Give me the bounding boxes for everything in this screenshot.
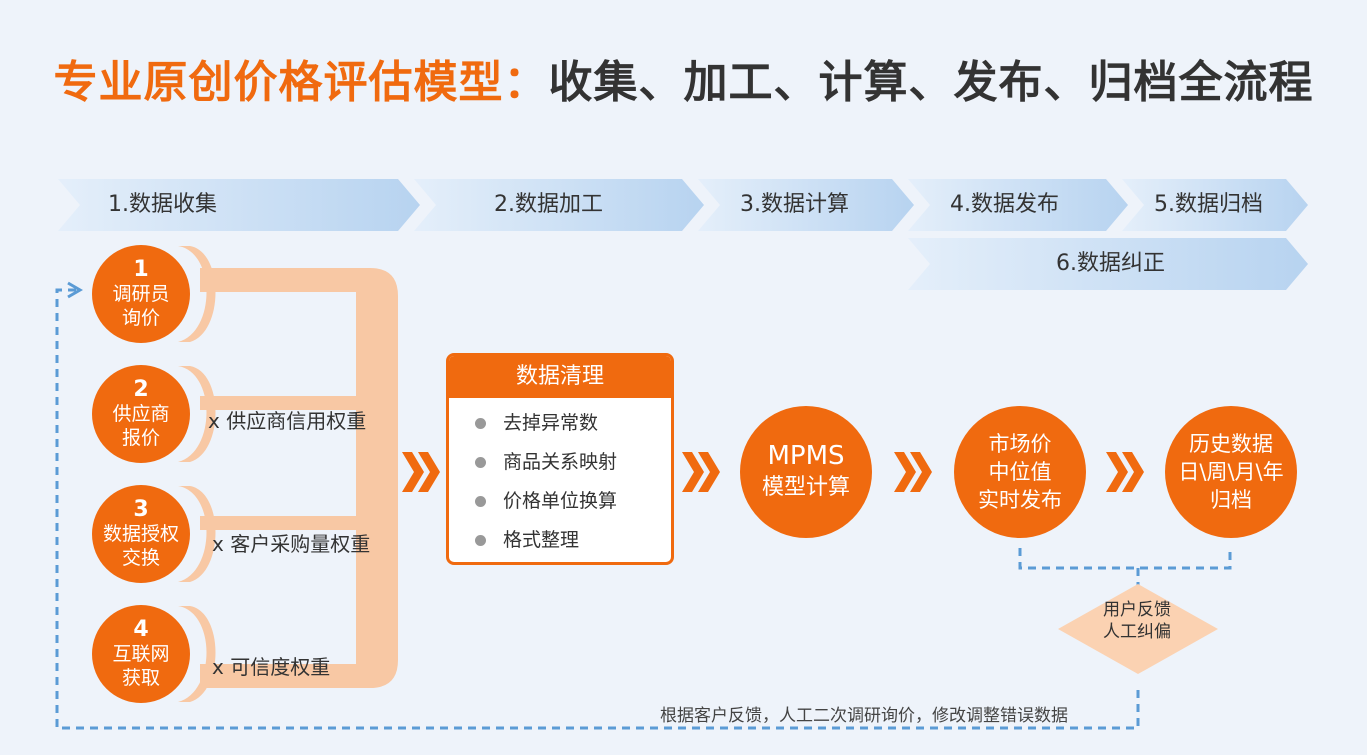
source-label-line2: 报价 [121,427,160,449]
stage-label-2: 2.数据加工 [494,192,603,217]
weight-credibility: x 可信度权重 [212,655,331,679]
stage-label-3: 3.数据计算 [740,192,849,217]
model-line2: 模型计算 [761,475,850,500]
loop-bracket [1018,548,1232,570]
publish-line2: 中位值 [988,460,1052,484]
stage-band-collect: 1.数据收集 [58,179,420,231]
loop-arrowhead [67,281,83,299]
weight-customer: x 客户采购量权重 [212,532,371,556]
stage-label-1: 1.数据收集 [108,192,217,217]
source-supplier: 2 供应商 报价 [92,365,190,463]
source-label-line2: 交换 [121,547,160,569]
stage-label-5: 5.数据归档 [1154,192,1263,217]
stage-band-archive: 5.数据归档 [1122,179,1308,231]
publish-line1: 市场价 [988,432,1052,456]
stage-band-correct: 6.数据纠正 [908,238,1308,290]
source-label-line1: 供应商 [112,403,170,425]
source-label-line1: 数据授权 [102,523,179,545]
source-label-line1: 调研员 [112,283,170,305]
weight-supplier: x 供应商信用权重 [208,409,367,433]
chevron-arrow-icon [1106,452,1144,492]
data-cleaning-box: 数据清理 去掉异常数 商品关系映射 价格单位换算 格式整理 [446,353,674,565]
arc-2 [178,366,216,462]
feedback-label: 用户反馈 人工纠偏 [1078,599,1196,643]
source-label-line2: 询价 [121,307,160,329]
stage-label-6: 6.数据纠正 [1056,251,1165,276]
archive-circle: 历史数据 日\周\月\年 归档 [1165,406,1297,538]
stage-band-compute: 3.数据计算 [698,179,914,231]
arc-3 [178,486,216,582]
stage-label-4: 4.数据发布 [950,192,1059,217]
publish-line3: 实时发布 [978,488,1062,512]
list-item: 去掉异常数 [471,404,671,443]
model-line1: MPMS [767,441,845,471]
mpms-model-circle: MPMS 模型计算 [740,406,872,538]
chevron-arrow-icon [402,452,440,492]
list-item: 价格单位换算 [471,482,671,521]
source-internet: 4 互联网 获取 [92,605,190,703]
source-label-line2: 获取 [121,667,160,689]
list-item: 商品关系映射 [471,443,671,482]
chevron-arrow-icon [894,452,932,492]
archive-line3: 归档 [1210,488,1252,512]
publish-circle: 市场价 中位值 实时发布 [954,406,1086,538]
list-item: 格式整理 [471,521,671,560]
source-label-line1: 互联网 [112,643,170,665]
data-cleaning-title: 数据清理 [449,356,671,398]
bracket-rung-3 [200,516,360,530]
source-number-3: 3 [133,497,149,522]
title-rest: 收集、加工、计算、发布、归档全流程 [548,57,1314,108]
feedback-line1: 用户反馈 [1103,600,1171,620]
data-cleaning-list: 去掉异常数 商品关系映射 价格单位换算 格式整理 [449,398,671,560]
source-number-1: 1 [133,257,149,282]
source-survey: 1 调研员 询价 [92,245,190,343]
stage-band-process: 2.数据加工 [414,179,704,231]
stage-band-publish: 4.数据发布 [908,179,1128,231]
feedback-footnote: 根据客户反馈，人工二次调研询价，修改调整错误数据 [660,706,1068,726]
source-number-4: 4 [133,617,149,642]
collect-bracket [200,268,398,688]
source-number-2: 2 [133,377,149,402]
feedback-diamond [1058,584,1218,674]
title-highlight: 专业原创价格评估模型： [53,57,549,108]
feedback-line2: 人工纠偏 [1103,622,1171,642]
bracket-rung-2 [200,396,360,410]
page-title: 专业原创价格评估模型：收集、加工、计算、发布、归档全流程 [0,46,1367,110]
archive-line1: 历史数据 [1189,432,1273,456]
source-data-exchange: 3 数据授权 交换 [92,485,190,583]
archive-line2: 日\周\月\年 [1178,460,1284,484]
chevron-arrow-icon [682,452,720,492]
